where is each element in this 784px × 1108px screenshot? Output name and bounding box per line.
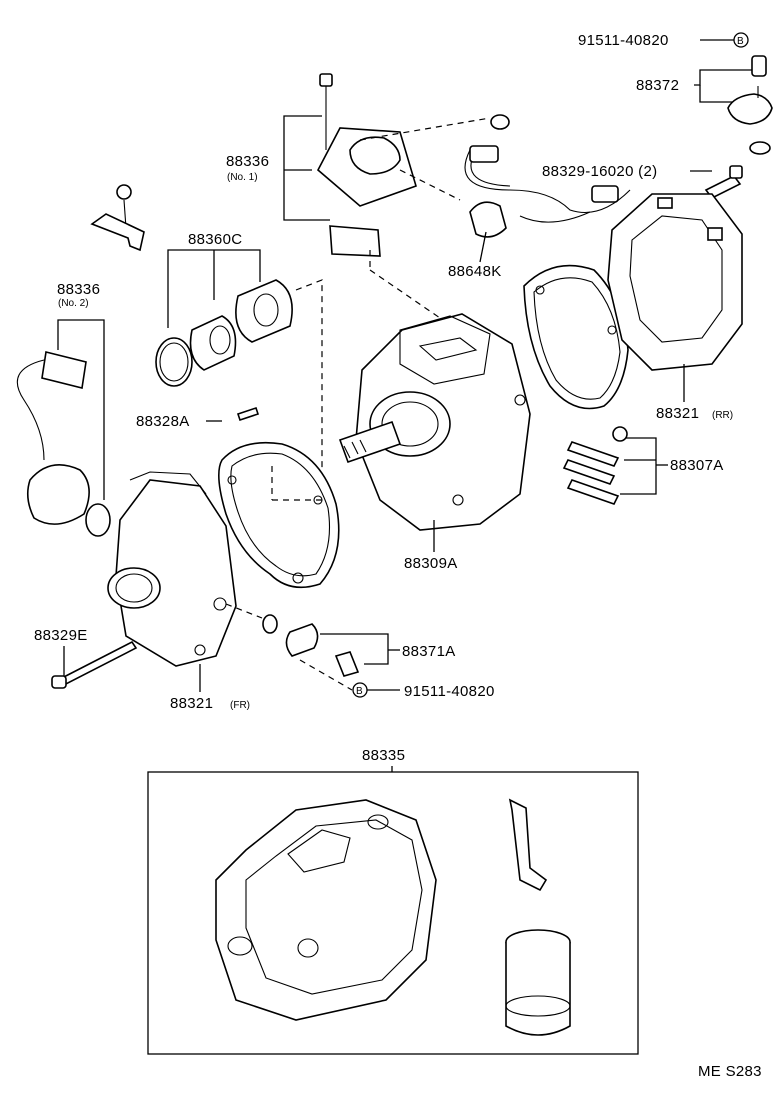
harness-88648k-drawing xyxy=(464,145,631,238)
callout-88372[interactable]: 88372 xyxy=(636,69,752,103)
callout-91511-top[interactable]: 91511-40820 B xyxy=(578,32,749,49)
part-number-88307a: 88307A xyxy=(670,457,724,474)
callout-91511-bottom[interactable]: B 91511-40820 xyxy=(352,682,495,700)
sensor-no1-drawing xyxy=(316,73,510,319)
bracket-drawing xyxy=(90,184,145,252)
part-number-88309a: 88309A xyxy=(404,555,458,572)
callout-88371a[interactable]: 88371A xyxy=(320,633,456,665)
part-number-88329e: 88329E xyxy=(34,627,88,644)
callout-88335[interactable]: 88335 xyxy=(362,747,405,772)
valve-88371a-drawing xyxy=(285,623,360,691)
gasket-kit-drawing xyxy=(215,798,571,1036)
plug-88372-drawing xyxy=(727,55,773,155)
part-number-88329-16020: 88329-16020 (2) xyxy=(542,163,657,180)
callout-88329e[interactable]: 88329E xyxy=(34,627,88,676)
front-housing-drawing xyxy=(107,471,237,667)
callout-88360c[interactable]: 88360C xyxy=(167,231,261,328)
part-number-88371a: 88371A xyxy=(402,643,456,660)
part-number-88328a: 88328A xyxy=(136,413,190,430)
callout-88336-no2[interactable]: 88336 (No. 2) xyxy=(57,281,105,500)
part-number-91511-bottom: 91511-40820 xyxy=(404,683,495,700)
compressor-core-drawing xyxy=(338,313,531,531)
callout-88648k[interactable]: 88648K xyxy=(448,231,502,280)
part-number-88372: 88372 xyxy=(636,77,679,94)
label-fr: (FR) xyxy=(230,700,250,711)
rear-housing-drawing xyxy=(607,193,743,371)
callout-88321-rr[interactable]: 88321 (RR) xyxy=(656,364,733,422)
sensor-no2-drawing xyxy=(16,351,111,537)
part-number-88336-no2: 88336 xyxy=(57,281,100,298)
bolt-88329e-drawing xyxy=(51,640,138,689)
part-number-88360c: 88360C xyxy=(188,231,242,248)
part-number-88336-no1: 88336 xyxy=(226,153,269,170)
badge-b-top: B xyxy=(737,36,744,47)
callout-88328a[interactable]: 88328A xyxy=(136,413,222,430)
front-gasket-drawing xyxy=(218,441,340,589)
callout-88309a[interactable]: 88309A xyxy=(404,520,458,572)
label-no1: (No. 1) xyxy=(227,172,258,183)
part-number-88648k: 88648K xyxy=(448,263,502,280)
part-number-91511-top: 91511-40820 xyxy=(578,32,669,49)
part-number-88321-fr: 88321 xyxy=(170,695,213,712)
badge-b-bottom: B xyxy=(356,686,363,697)
gasket-kit-box xyxy=(147,771,639,1055)
rear-gasket-drawing xyxy=(523,264,629,410)
part-number-88335: 88335 xyxy=(362,747,405,764)
oring-front-drawing xyxy=(225,603,278,634)
part-number-88321-rr: 88321 xyxy=(656,405,699,422)
label-no2: (No. 2) xyxy=(58,298,89,309)
callout-88307a[interactable]: 88307A xyxy=(620,437,724,495)
diagram-code: ME S283 xyxy=(698,1063,762,1080)
pin-drawing xyxy=(236,406,260,422)
callout-88321-fr[interactable]: 88321 (FR) xyxy=(170,664,250,712)
callout-88336-no1[interactable]: 88336 (No. 1) xyxy=(226,115,330,221)
callout-88329-16020[interactable]: 88329-16020 (2) xyxy=(542,163,712,180)
reed-plates-drawing xyxy=(562,426,628,505)
label-rr: (RR) xyxy=(712,410,733,421)
seal-set-drawing xyxy=(155,279,323,470)
